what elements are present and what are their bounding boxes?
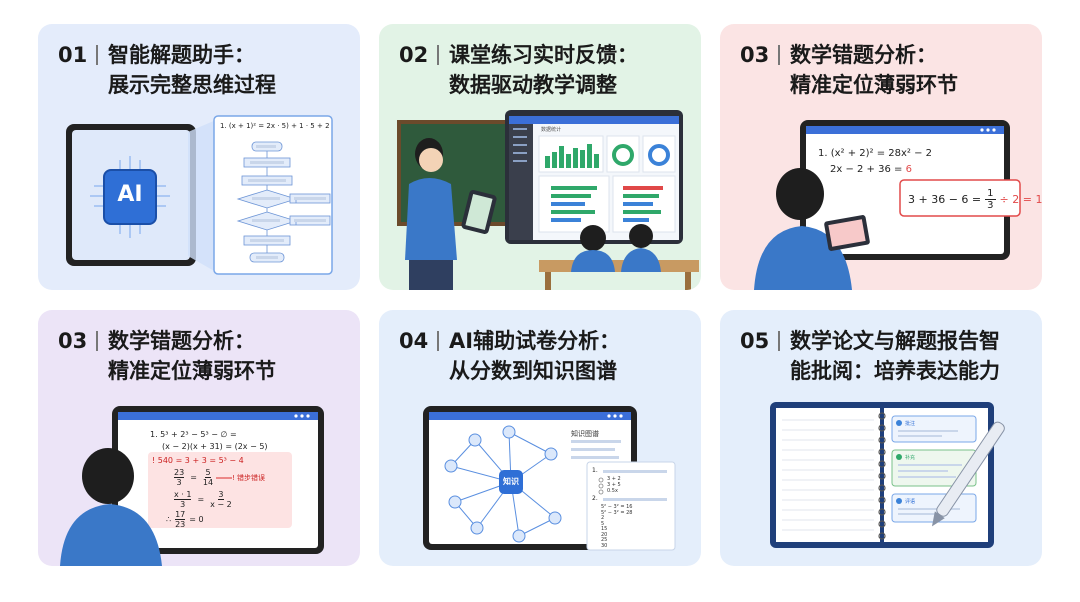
error-highlight [148, 452, 292, 528]
frac-num: 17 [175, 510, 186, 520]
option[interactable]: 15 [601, 526, 608, 532]
question-1-number: 1. [592, 467, 598, 474]
frac-den: x − 2 [210, 500, 232, 509]
error-analysis-illustration-2 [60, 406, 324, 566]
title-line1: 课堂练习实时反馈： [449, 43, 638, 67]
knowledge-hub-icon [499, 470, 523, 494]
work-line2: (x − 2)(x + 31) = (2x − 5) [162, 442, 268, 451]
fraction-denominator: 3 [987, 199, 994, 211]
card-paper-review: 05 数学论文与解题报告智 能批阅：培养表达能力 [720, 310, 1042, 566]
card-number: 05 [740, 329, 770, 353]
frac-num: 5 [205, 468, 211, 478]
frac-den: 3 [176, 478, 182, 487]
person-head [776, 168, 824, 220]
equation-line2-text: 2x − 2 + 36 = [830, 164, 906, 175]
card-exam-analysis: 04 AI辅助试卷分析： 从分数到知识图谱 知识图谱 知识 1. [379, 310, 701, 566]
note-tag: 评语 [905, 499, 916, 505]
frac-den: 14 [202, 478, 214, 487]
title-line2: 精准定位薄弱环节 [790, 73, 958, 97]
title-line1: 智能解题助手： [108, 43, 255, 67]
frac-num: 3 [218, 490, 224, 500]
classroom-illustration [397, 110, 699, 290]
equation-line1: 1. (x² + 2)² = 28x² − 2 [818, 148, 933, 159]
frac-den: 23 [175, 520, 186, 529]
question-2-options: 5² − 3² = 16 5² − 3² = 28 2 5 15 20 25 3… [601, 504, 633, 549]
error-callout [899, 179, 1021, 217]
title-line1: 数学错题分析： [108, 329, 255, 353]
person-head [82, 448, 134, 504]
card-title: 04 AI辅助试卷分析： 从分数到知识图谱 [399, 326, 620, 386]
card-number: 02 [399, 43, 429, 67]
note-tag: 补充 [905, 455, 916, 461]
title-line1: 数学错题分析： [790, 43, 937, 67]
equation-line2: 2x − 2 + 36 = 6 [830, 164, 912, 175]
option[interactable]: 3 + 5 [607, 482, 621, 488]
option[interactable]: 5² − 3² = 28 [601, 509, 633, 516]
fraction-numerator: 1 [985, 187, 996, 200]
ai-solver-illustration [66, 115, 333, 275]
option[interactable]: 0.5x [607, 488, 618, 494]
knowledge-graph-illustration [423, 406, 676, 551]
error-step: ! 540 = 3 + 3 = 5³ − 4 [152, 456, 244, 465]
card-error-analysis: 03 数学错题分析： 精准定位薄弱环节 1. (x² + 2)² = 28x² −… [720, 24, 1042, 290]
card-ai-solver: 01 智能解题助手： 展示完整思维过程 [38, 24, 360, 290]
frac-num: x · 1 [174, 490, 192, 500]
equals-zero: = 0 [189, 515, 204, 524]
card-class-feedback: 02 课堂练习实时反馈： 数据驱动教学调整 [379, 24, 701, 290]
title-line2: 从分数到知识图谱 [449, 359, 617, 383]
wrong-value: 6 [905, 164, 912, 175]
callout-fraction: 1 3 [985, 187, 996, 211]
card-error-analysis-2: 03 数学错题分析： 精准定位薄弱环节 1. 5³ + 2³ − 5³ − ∅ =… [38, 310, 360, 566]
card-number: 03 [740, 43, 770, 67]
card-title: 01 智能解题助手： 展示完整思维过程 [58, 40, 276, 100]
frac-num: 23 [174, 468, 185, 478]
question-panel [586, 461, 676, 551]
title-line1: AI辅助试卷分析： [449, 329, 621, 353]
option[interactable]: 5 [601, 520, 605, 527]
error-analysis-illustration [754, 120, 1021, 290]
note-tag: 批注 [905, 421, 916, 427]
option[interactable]: 5² − 3² = 16 [601, 504, 633, 510]
therefore-symbol: ∴ [166, 515, 172, 524]
student-head [629, 224, 653, 248]
hub-label: 知识 [503, 477, 519, 486]
question-2-number: 2. [592, 495, 598, 502]
equation-text: 1. (x + 1)² = 2x · 5) + 1 · 5 + 2 [220, 122, 330, 130]
student-head [580, 225, 606, 251]
spiral-binding [878, 412, 886, 540]
title-line2: 能批阅：培养表达能力 [790, 359, 1000, 383]
card-number: 03 [58, 329, 88, 353]
callout-right: ÷ 2 = 1 [999, 192, 1042, 206]
callout-left: 3 + 36 − 6 = [908, 192, 982, 206]
card-title: 05 数学论文与解题报告智 能批阅：培养表达能力 [740, 326, 1000, 386]
panel-title: 知识图谱 [571, 430, 599, 438]
stylus-pen [931, 421, 1005, 527]
title-line2: 展示完整思维过程 [108, 73, 276, 97]
notebook-illustration [770, 402, 1005, 548]
option[interactable]: 25 [601, 537, 608, 543]
title-line2: 数据驱动教学调整 [449, 73, 617, 97]
callout-formula: 3 + 36 − 6 = 1 3 ÷ 2 = 1 [908, 187, 1042, 211]
frac-den: 3 [180, 500, 186, 509]
title-line1: 数学论文与解题报告智 [790, 329, 1000, 353]
option[interactable]: 2 [601, 515, 605, 521]
card-title: 03 数学错题分析： 精准定位薄弱环节 [58, 326, 276, 386]
work-line1: 1. 5³ + 2³ − 5³ − ∅ = [150, 430, 237, 439]
ai-chip-label: AI [117, 182, 143, 207]
ai-chip-icon [103, 169, 157, 225]
card-title: 03 数学错题分析： 精准定位薄弱环节 [740, 40, 958, 100]
title-line2: 精准定位薄弱环节 [108, 359, 276, 383]
option[interactable]: 30 [601, 542, 608, 549]
question-1-options: 3 + 2 3 + 5 0.5x [607, 476, 621, 494]
card-title: 02 课堂练习实时反馈： 数据驱动教学调整 [399, 40, 638, 100]
card-number: 04 [399, 329, 429, 353]
screen-title: 数据统计 [541, 127, 562, 133]
card-number: 01 [58, 43, 88, 67]
option[interactable]: 3 + 2 [607, 476, 621, 482]
option[interactable]: 20 [601, 531, 608, 538]
error-label: ! 错步错误 [232, 474, 266, 482]
